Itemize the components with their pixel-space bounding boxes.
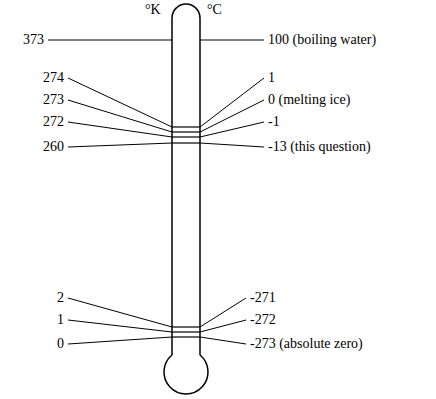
thermometer-tube <box>172 4 200 355</box>
scale-label: 1 <box>57 312 64 328</box>
scale-heading: °C <box>207 2 222 18</box>
scale-label: 273 <box>43 92 64 108</box>
scale-label: 0 <box>57 336 64 352</box>
scale-label: 260 <box>43 139 64 155</box>
scale-label: 100 (boiling water) <box>268 32 376 48</box>
scale-label: 1 <box>268 70 275 86</box>
scale-label: -271 <box>250 290 276 306</box>
leader-lines <box>48 40 264 344</box>
scale-label: 274 <box>43 70 64 86</box>
scale-label: -272 <box>250 312 276 328</box>
scale-label: 373 <box>23 32 44 48</box>
scale-heading: °K <box>145 2 161 18</box>
scale-label: -13 (this question) <box>268 139 371 155</box>
scale-label: 0 (melting ice) <box>268 92 350 108</box>
scale-label: 272 <box>43 114 64 130</box>
tick-marks <box>172 127 200 337</box>
thermometer-bulb <box>164 355 208 394</box>
scale-label: -273 (absolute zero) <box>250 336 363 352</box>
scale-label: 2 <box>57 290 64 306</box>
scale-label: -1 <box>268 114 280 130</box>
